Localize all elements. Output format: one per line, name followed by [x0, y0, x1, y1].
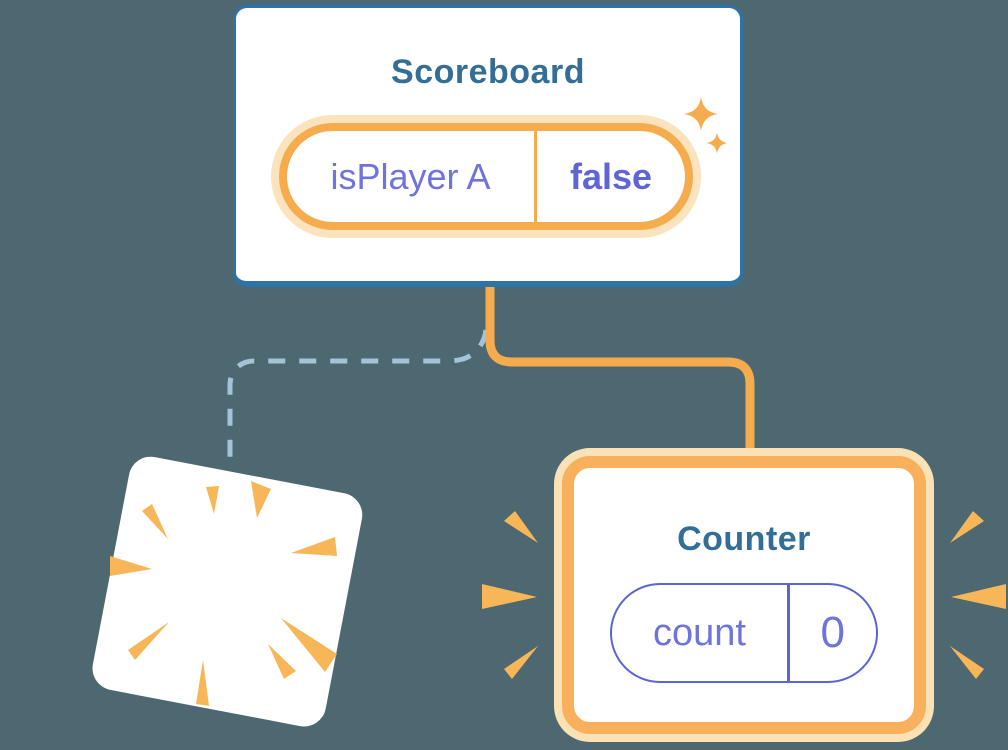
state-name-label: isPlayer A [330, 155, 491, 197]
counter-title: Counter [677, 520, 811, 558]
counter-card-body: Counter count 0 [562, 456, 926, 734]
counter-component-card: Counter count 0 [554, 448, 934, 742]
destroyed-branch-dashed-connector [227, 329, 489, 468]
state-name-label: count [653, 611, 746, 654]
scoreboard-title: Scoreboard [391, 53, 585, 91]
scoreboard-state-pill-body: isPlayer A false [279, 123, 693, 230]
scoreboard-counter-connector [485, 278, 755, 472]
state-value-label: 0 [820, 608, 845, 657]
pill-divider [787, 585, 790, 681]
pill-divider [534, 131, 537, 222]
poof-rays [110, 481, 337, 706]
destroyed-component-square [92, 456, 363, 727]
counter-state-pill: count 0 [610, 583, 878, 683]
state-value-label: false [569, 155, 653, 197]
scoreboard-state-pill: isPlayer A false [271, 115, 701, 238]
poof-burst-icon [92, 456, 363, 727]
